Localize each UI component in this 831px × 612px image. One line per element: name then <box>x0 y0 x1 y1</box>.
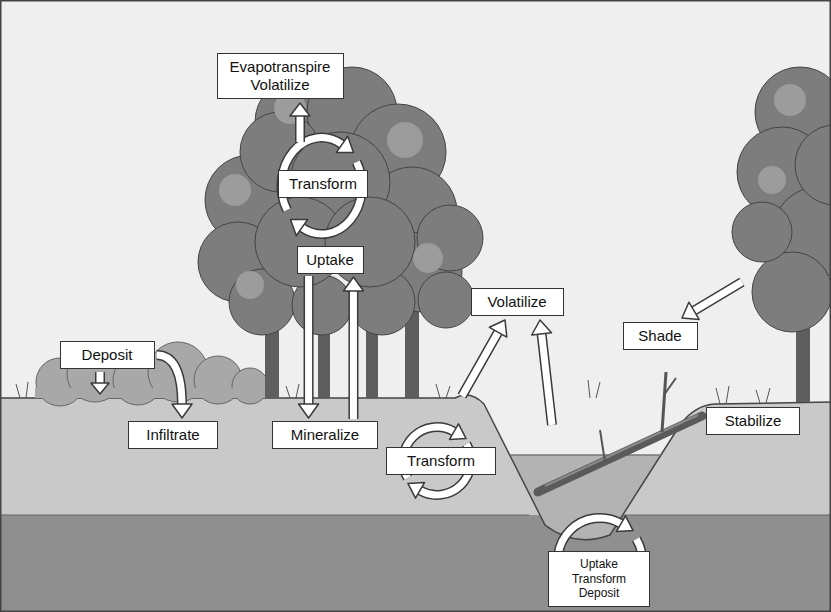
fallen-log-highlight <box>545 415 698 486</box>
subsoil-edge <box>622 515 831 516</box>
process-label-box: Evapotranspire Volatilize <box>217 53 344 99</box>
cycle-arrowhead <box>336 136 353 152</box>
process-label: Transform <box>287 175 359 193</box>
flow-arrow-body <box>157 355 183 405</box>
fallen-log <box>538 416 702 492</box>
process-arrow <box>100 116 742 425</box>
process-label-box: Transform <box>278 170 368 198</box>
cycle-arrowhead <box>617 516 634 532</box>
log-branch <box>662 372 666 432</box>
process-label: Uptake <box>306 251 355 269</box>
ground <box>0 395 831 612</box>
process-label-box: Mineralize <box>272 421 378 449</box>
process-arrowhead <box>489 320 506 337</box>
cycle-arrowhead <box>408 483 425 499</box>
canopy-highlight <box>413 243 443 273</box>
process-label-box: Infiltrate <box>128 421 218 449</box>
cycle-arrowhead <box>450 424 467 440</box>
process-arrowhead <box>91 383 109 394</box>
canopy-highlight <box>387 122 423 158</box>
flow-arrow-body <box>350 290 357 419</box>
process-label: Stabilize <box>715 412 791 430</box>
log-branch <box>600 430 605 462</box>
process-label-box: Uptake Transform Deposit <box>548 551 650 606</box>
cycle-arrowhead <box>291 219 308 235</box>
process-label: Shade <box>632 327 689 345</box>
shrub-base <box>35 388 270 398</box>
subsoil-edge <box>0 515 529 516</box>
canopy-highlight <box>236 271 264 299</box>
process-label: Uptake Transform Deposit <box>557 557 641 600</box>
tree-canopy <box>732 202 792 262</box>
subsoil-band <box>0 515 831 612</box>
process-label: Transform <box>395 452 487 470</box>
tree-canopy <box>752 252 831 332</box>
process-label: Infiltrate <box>137 426 209 444</box>
log-branch <box>664 378 676 395</box>
process-label-box: Deposit <box>60 341 155 369</box>
flow-arrow-outline <box>304 276 314 405</box>
flow-arrow <box>157 355 193 418</box>
grass <box>16 380 770 404</box>
process-arrowhead <box>682 302 699 319</box>
tree-canopy <box>795 125 831 205</box>
canopy-highlight <box>774 84 806 116</box>
process-label-box: Stabilize <box>706 407 800 435</box>
process-label-box: Shade <box>623 322 698 350</box>
flow-arrow-body <box>305 276 312 405</box>
process-label-box: Uptake <box>297 246 364 274</box>
process-label: Deposit <box>69 346 146 364</box>
process-label: Mineralize <box>281 426 369 444</box>
flow-arrowhead <box>299 404 319 418</box>
process-label-box: Transform <box>386 447 496 475</box>
flow-arrow-outline <box>348 290 358 419</box>
flow-arrow-outline <box>157 355 183 405</box>
flow-arrow <box>299 276 319 418</box>
shrub <box>232 368 268 404</box>
canopy-highlight <box>219 174 251 206</box>
process-arrowhead <box>532 320 552 335</box>
flow-arrowhead <box>343 277 363 291</box>
tree-canopy <box>418 272 474 328</box>
water-surface <box>510 454 661 456</box>
process-arrow-outline <box>100 116 742 425</box>
flow-arrow <box>343 277 363 419</box>
flow-arrowhead <box>172 404 192 418</box>
process-label: Volatilize <box>480 293 555 311</box>
process-arrowhead <box>290 103 310 116</box>
process-label: Evapotranspire Volatilize <box>226 58 335 94</box>
canopy-highlight <box>758 166 786 194</box>
process-label-box: Volatilize <box>471 288 564 316</box>
